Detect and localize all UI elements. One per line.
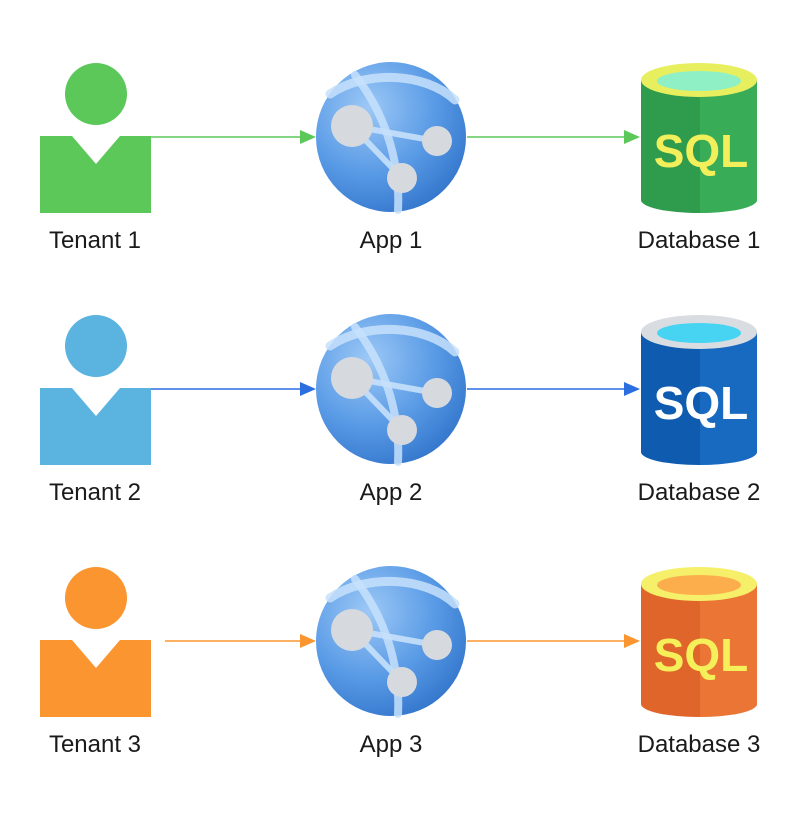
person-icon <box>40 567 151 717</box>
diagram-row: Tenant 2 App 2 SQL Database 2 <box>40 314 760 506</box>
app-label: App 1 <box>360 227 423 254</box>
tenant-label: Tenant 1 <box>49 227 141 254</box>
diagram-row: Tenant 1 App 1 SQL Database 1 <box>40 62 760 254</box>
arrow-app-to-database <box>467 382 640 396</box>
web-app-globe-icon <box>316 62 466 214</box>
sql-database-icon: SQL <box>641 315 757 465</box>
arrow-app-to-database <box>467 130 640 144</box>
arrow-app-to-database <box>467 634 640 648</box>
web-app-globe-icon <box>316 314 466 466</box>
tenant-label: Tenant 3 <box>49 731 141 758</box>
sql-text: SQL <box>654 125 749 177</box>
sql-text: SQL <box>654 629 749 681</box>
person-icon <box>40 315 151 465</box>
arrow-tenant-to-app <box>151 130 316 144</box>
app-label: App 3 <box>360 731 423 758</box>
sql-database-icon: SQL <box>641 63 757 213</box>
sql-database-icon: SQL <box>641 567 757 717</box>
person-icon <box>40 63 151 213</box>
arrow-tenant-to-app <box>151 382 316 396</box>
web-app-globe-icon <box>316 566 466 718</box>
database-label: Database 3 <box>638 731 761 758</box>
diagram-row: Tenant 3 App 3 SQL Database 3 <box>40 566 760 758</box>
arrow-tenant-to-app <box>165 634 316 648</box>
sql-text: SQL <box>654 377 749 429</box>
database-label: Database 1 <box>638 227 761 254</box>
tenant-label: Tenant 2 <box>49 479 141 506</box>
app-label: App 2 <box>360 479 423 506</box>
database-label: Database 2 <box>638 479 761 506</box>
